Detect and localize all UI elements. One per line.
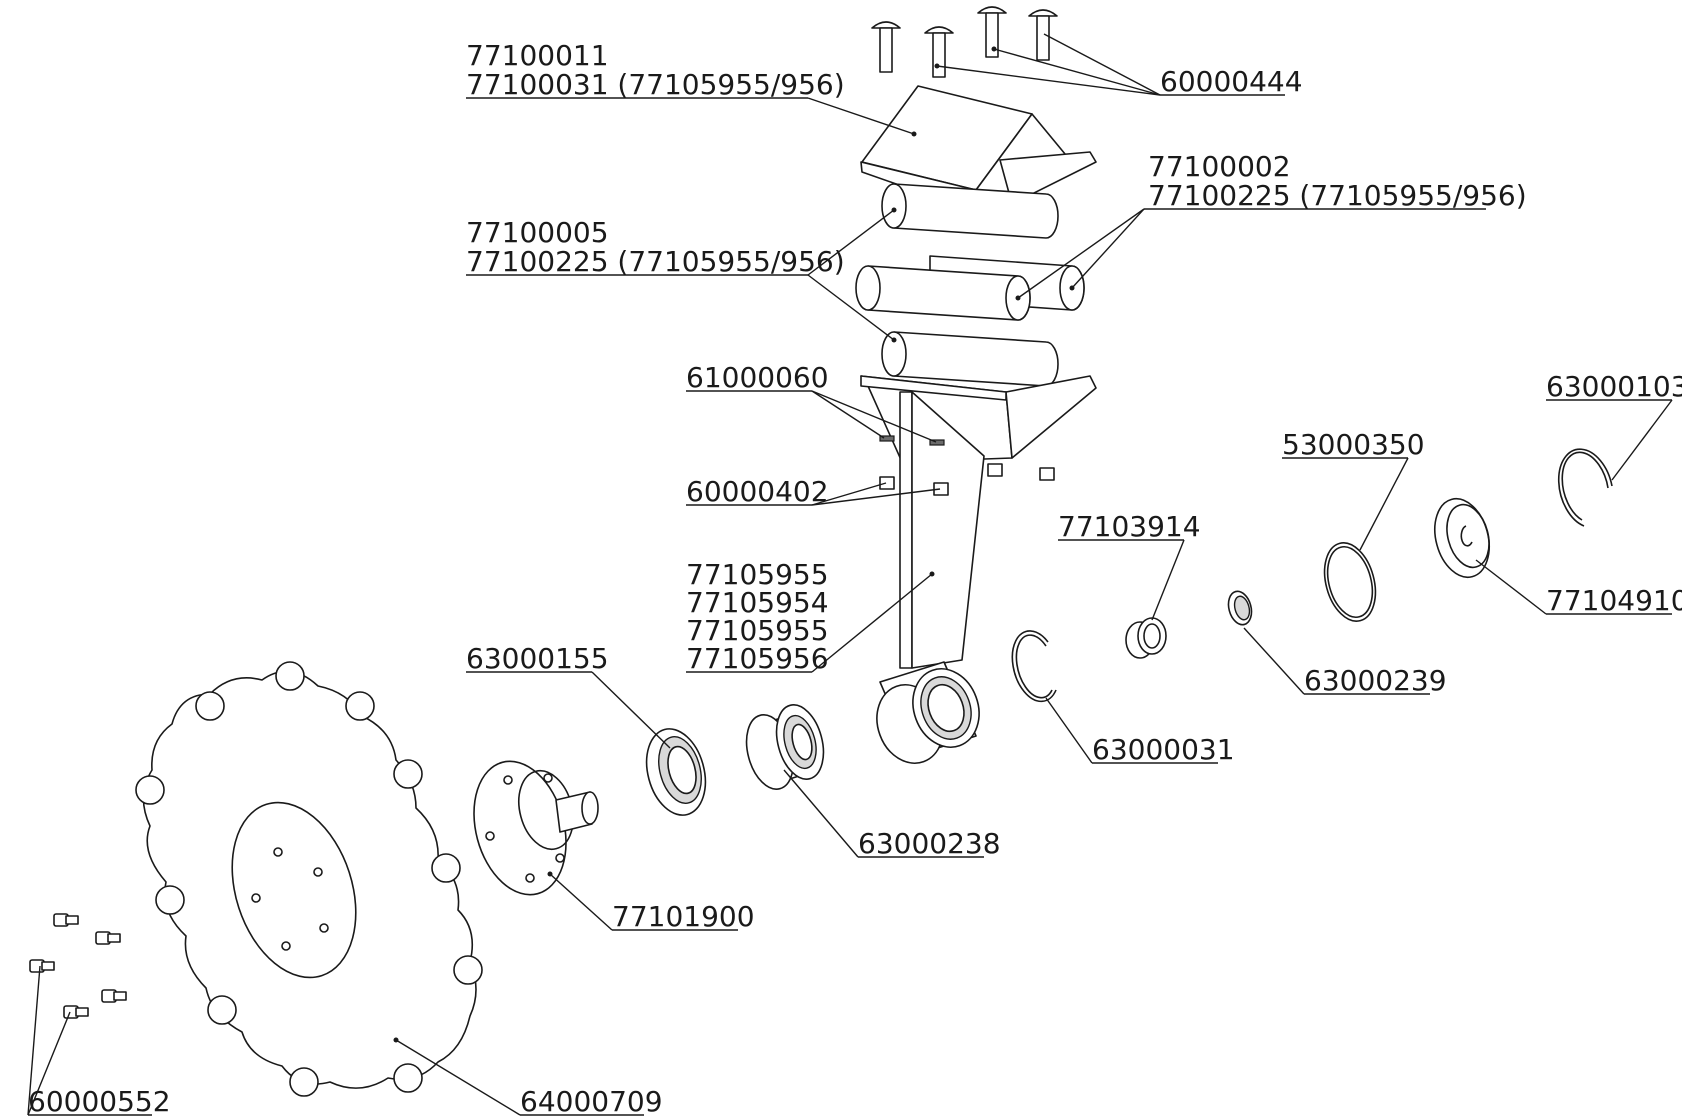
- label-77100002: 77100002: [1148, 150, 1291, 183]
- label-77100225-left: 77100225 (77105955/956): [466, 245, 845, 278]
- inner-bearing: [745, 704, 825, 790]
- label-77101900: 77101900: [612, 900, 755, 933]
- disc-blade: [135, 661, 483, 1097]
- label-61000060: 61000060: [686, 361, 829, 394]
- label-64000709: 64000709: [520, 1085, 663, 1118]
- label-77103914: 77103914: [1058, 510, 1201, 543]
- arm-assembly: [860, 375, 1097, 764]
- label-63000031: 63000031: [1092, 733, 1235, 766]
- wheel-bolts: [29, 913, 127, 1019]
- spacer: [1125, 617, 1167, 659]
- part-labels: 60000444 77100011 77100031 (77105955/956…: [28, 39, 1682, 1118]
- label-77104910: 77104910: [1546, 584, 1682, 617]
- label-53000350: 53000350: [1282, 428, 1425, 461]
- outer-bearing: [1227, 590, 1253, 626]
- label-60000552: 60000552: [28, 1085, 171, 1118]
- label-77105954: 77105954: [686, 586, 829, 619]
- label-77100225-right: 77100225 (77105955/956): [1148, 179, 1527, 212]
- label-77100031: 77100031 (77105955/956): [466, 68, 845, 101]
- bolts-top: [871, 6, 1058, 78]
- leader-lines: [27, 33, 1673, 1116]
- pins: [855, 183, 1085, 387]
- label-63000103: 63000103: [1546, 370, 1682, 403]
- cap: [1434, 497, 1490, 579]
- o-ring: [1323, 542, 1377, 622]
- label-63000239: 63000239: [1304, 664, 1447, 697]
- label-77100005: 77100005: [466, 216, 609, 249]
- label-77105955-b: 77105955: [686, 614, 829, 647]
- label-63000238: 63000238: [858, 827, 1001, 860]
- label-60000402: 60000402: [686, 475, 829, 508]
- label-77100011: 77100011: [466, 39, 609, 72]
- label-60000444: 60000444: [1160, 65, 1303, 98]
- seal: [645, 728, 707, 816]
- hub: [473, 760, 599, 896]
- snap-ring: [1557, 448, 1613, 527]
- label-63000155: 63000155: [466, 642, 609, 675]
- label-77105955-a: 77105955: [686, 558, 829, 591]
- circlip: [1011, 630, 1057, 703]
- label-77105956: 77105956: [686, 642, 829, 675]
